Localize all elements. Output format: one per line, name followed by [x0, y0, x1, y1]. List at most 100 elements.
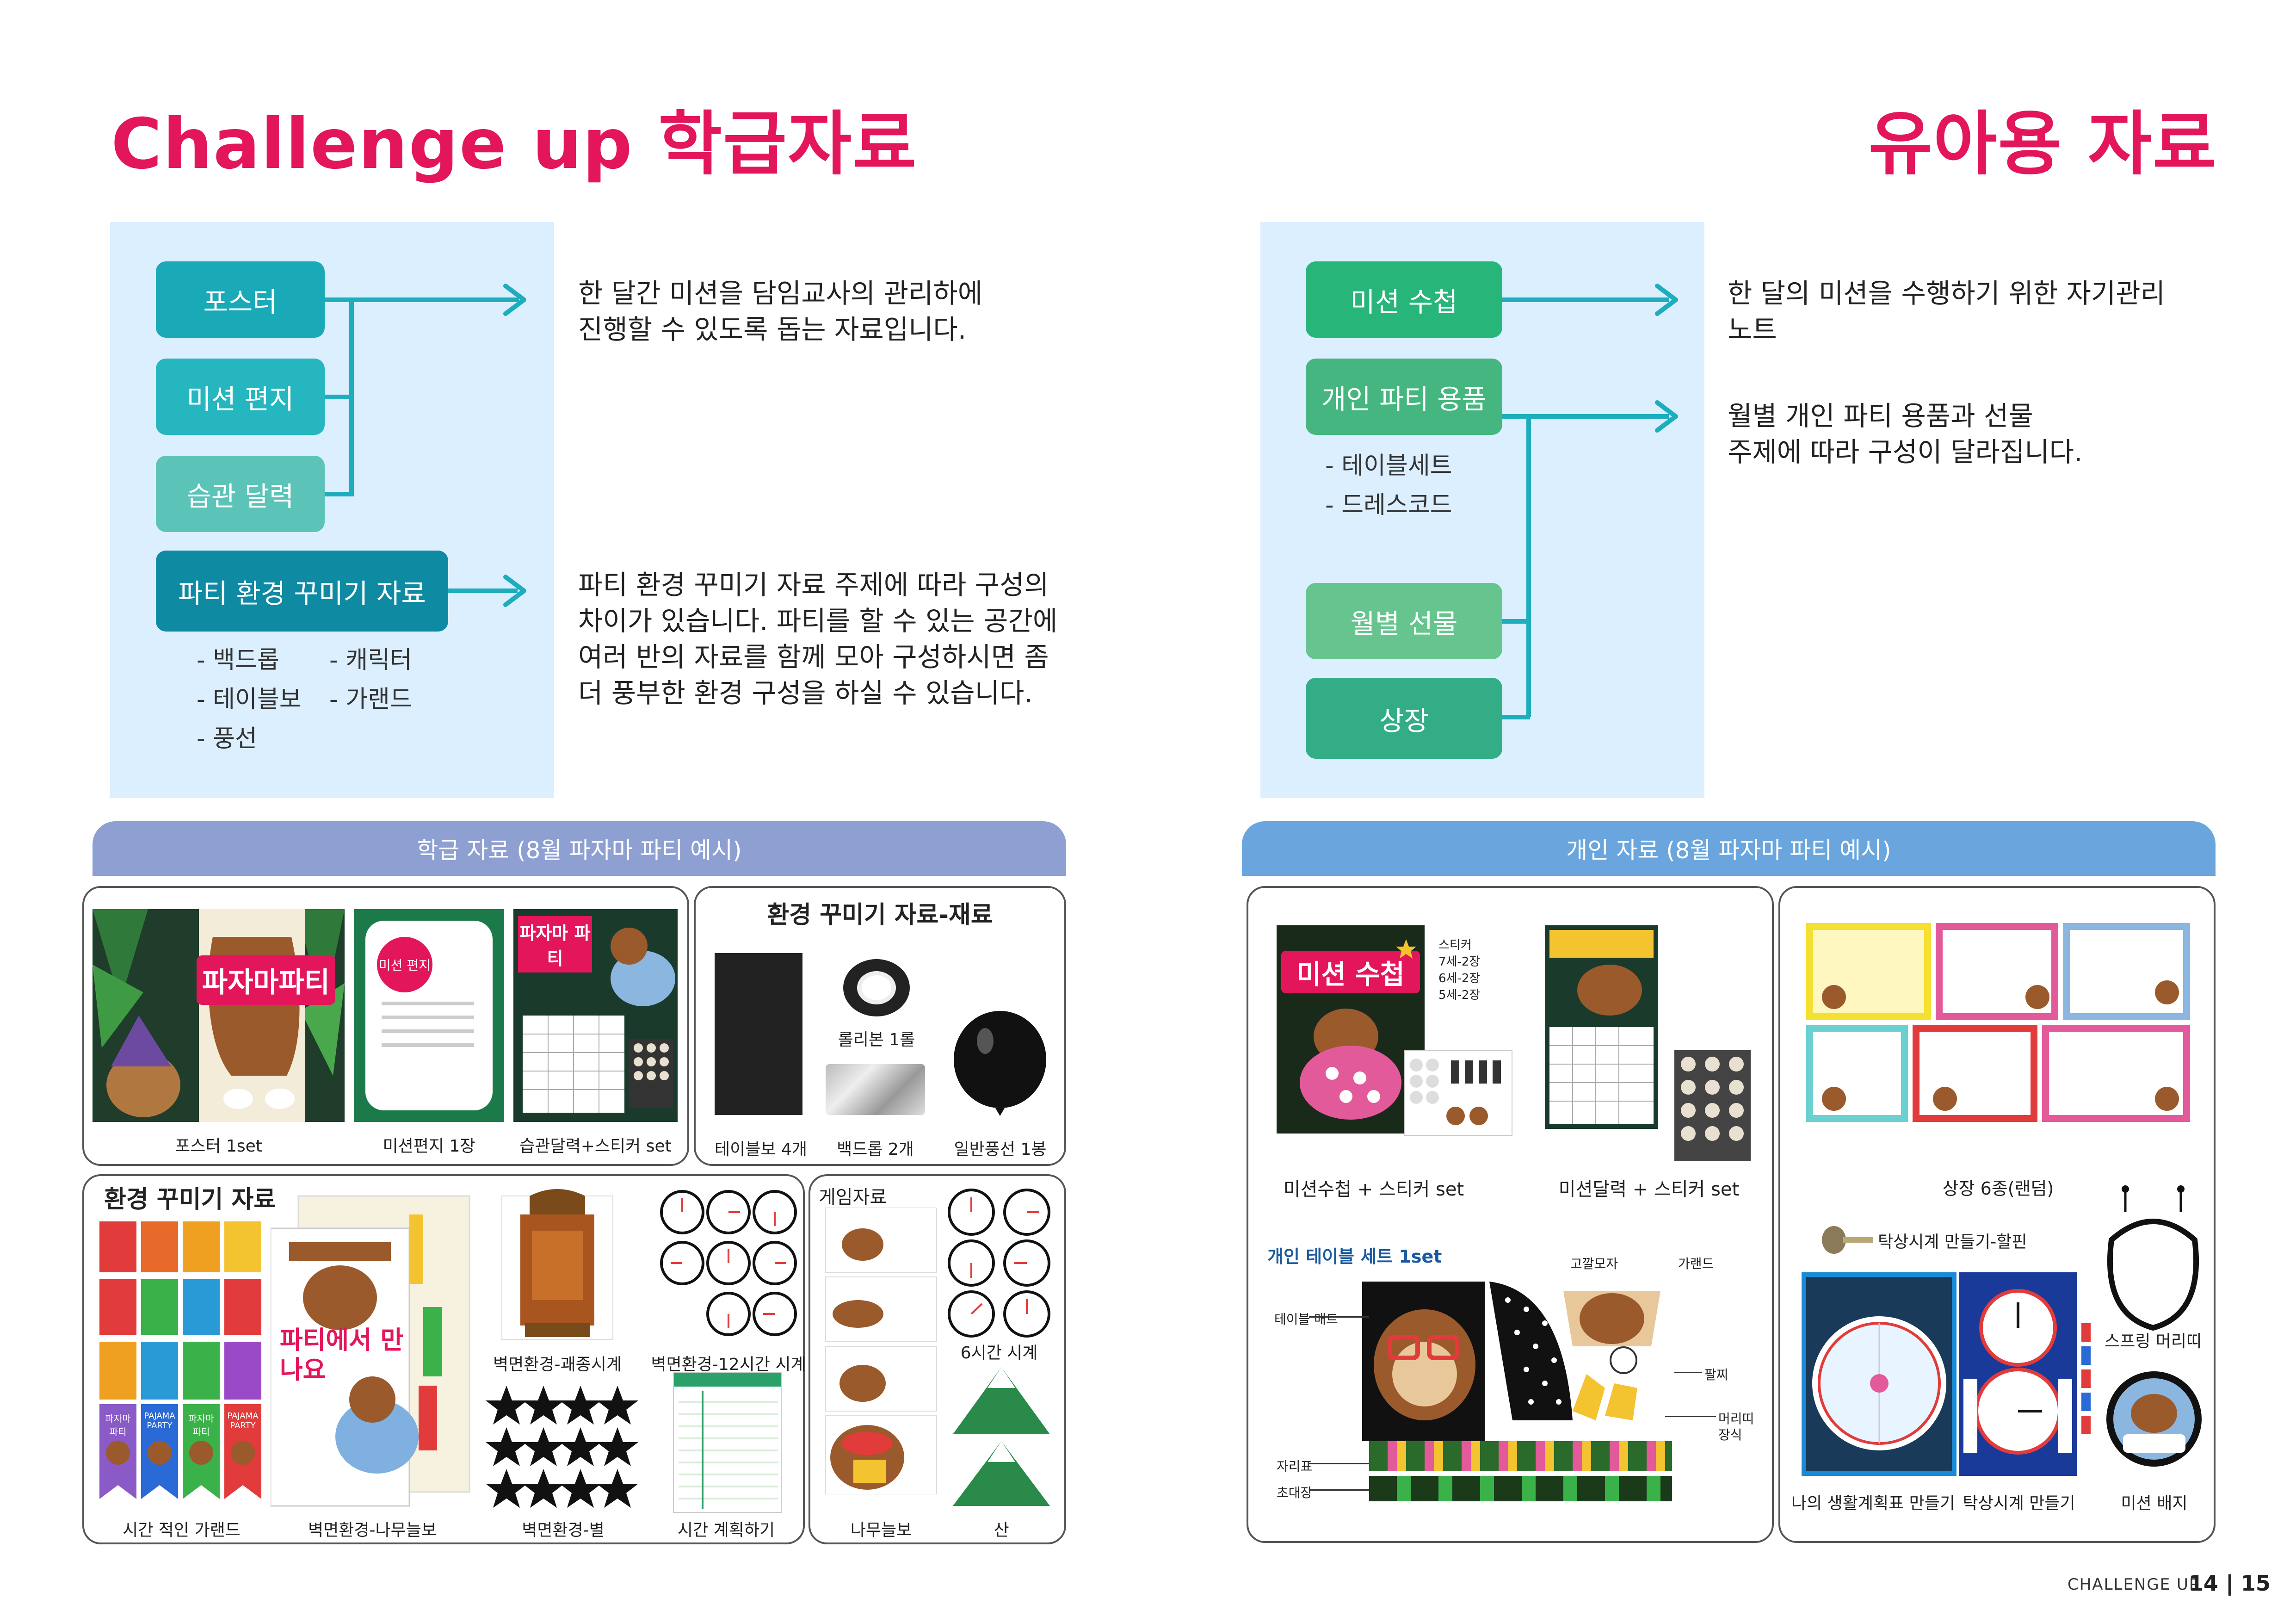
caption: 벽면환경-별 [522, 1521, 605, 1540]
table-label: 팔찌 [1704, 1367, 1728, 1382]
calendar-title: 파자마 파티 [518, 916, 592, 973]
color-swatch-strip [2081, 1323, 2091, 1434]
poster-box: 포스터 [156, 261, 325, 338]
right-page-title: 유아용 자료 [1868, 104, 2217, 185]
caption: 미션수첩 + 스티커 set [1283, 1179, 1464, 1200]
mountain-image [953, 1367, 1050, 1506]
connector-line [1526, 414, 1531, 717]
mission-letter-box: 미션 편지 [156, 359, 325, 435]
materials-header: 환경 꾸미기 자료-재료 [767, 901, 993, 929]
sub-item: - 백드롭 [197, 646, 279, 674]
connector-line [325, 297, 519, 302]
caption: 미션달력 + 스티커 set [1558, 1179, 1740, 1200]
party-decoration-box: 파티 환경 꾸미기 자료 [156, 551, 448, 632]
party-hat-image [1489, 1282, 1573, 1420]
table-label: 초대장 [1277, 1485, 1313, 1500]
certificate-box: 상장 [1306, 678, 1502, 759]
personal-materials-banner: 개인 자료 (8월 파자마 파티 예시) [1242, 821, 2216, 876]
leader-line [1665, 1416, 1716, 1417]
habit-calendar-box: 습관 달력 [156, 456, 325, 532]
caption: 테이블보 4개 [715, 1140, 807, 1159]
arrow-right-icon [1655, 400, 1678, 433]
ribbon-caption: 롤리본 1롤 [838, 1030, 915, 1049]
connector-line [1502, 297, 1669, 302]
clock-kit-label: 탁상시계 만들기-할핀 [1878, 1233, 2027, 1251]
notebook-description: 한 달의 미션을 수행하기 위한 자기관리 노트 [1728, 278, 2165, 345]
connector-line [448, 588, 518, 593]
caption: 백드롭 2개 [837, 1140, 914, 1159]
poster-title: 파자마파티 [197, 955, 335, 1005]
caption: 시간 적인 가랜드 [123, 1521, 241, 1540]
table-label: 장식 [1718, 1427, 1742, 1443]
caption: 탁상시계 만들기 [1963, 1494, 2075, 1513]
sticker-note: 스티커 7세-2장 6세-2장 5세-2장 [1438, 938, 1481, 1002]
caption: 나의 생활계획표 만들기 [1791, 1494, 1956, 1513]
brass-fastener-icon [1822, 1226, 1873, 1254]
caption: 일반풍선 1봉 [954, 1140, 1047, 1159]
balloon-icon [954, 1011, 1046, 1116]
personal-party-box: 개인 파티 용품 [1306, 359, 1502, 435]
sub-item: - 캐릭터 [329, 646, 412, 674]
caption: 벽면환경-나무늘보 [308, 1521, 437, 1540]
star-wall-image [486, 1381, 641, 1513]
left-page-title: Challenge up 학급자료 [111, 104, 918, 185]
caption: 벽면환경-괘종시계 [493, 1355, 622, 1374]
garland-image [1563, 1291, 1660, 1420]
sub-item: - 드레스코드 [1325, 491, 1452, 519]
table-label: 가랜드 [1678, 1256, 1714, 1271]
mission-calendar-image [1545, 925, 1658, 1129]
monthly-gift-box: 월별 선물 [1306, 583, 1502, 659]
table-mat-image [1362, 1282, 1485, 1441]
caption: 6시간 시계 [960, 1344, 1038, 1363]
leader-line [1309, 1463, 1369, 1464]
ribbon-roll-icon [843, 959, 910, 1016]
calendar-sticker-image [1674, 1050, 1751, 1161]
grandfather-clock-image [488, 1187, 627, 1346]
decoration-header: 환경 꾸미기 자료 [104, 1186, 276, 1214]
sub-item: - 풍선 [197, 725, 257, 753]
six-hour-clocks-image [948, 1189, 1050, 1338]
caption: 상장 6종(랜덤) [1942, 1178, 2054, 1199]
page-numbers: 14 | 15 [2189, 1571, 2271, 1596]
caption: 포스터 1set [175, 1137, 262, 1156]
time-plan-image [673, 1372, 782, 1513]
connector-line [325, 395, 352, 399]
caption: 미션 배지 [2121, 1494, 2188, 1513]
table-label: 테이블 매트 [1274, 1312, 1338, 1327]
mission-badge-image [2106, 1371, 2202, 1467]
caption: 습관달력+스티커 set [519, 1137, 672, 1156]
sloth-wall-image: 파티에서 만나요 [271, 1191, 474, 1511]
connector-line [1502, 414, 1669, 419]
tablecloth-image [715, 953, 802, 1115]
table-set-title: 개인 테이블 세트 1set [1267, 1246, 1442, 1267]
letter-title: 미션 편지 [377, 937, 432, 992]
connector-line [1502, 619, 1530, 624]
twelve-hour-clocks-image [660, 1190, 797, 1336]
poster-description: 한 달간 미션을 담임교사의 관리하에 진행할 수 있도록 돕는 자료입니다. [578, 278, 983, 345]
sticker-sheets-image [1404, 1050, 1512, 1136]
connector-line [349, 297, 354, 496]
mission-notebook-box: 미션 수첩 [1306, 261, 1502, 338]
arrow-right-icon [1655, 284, 1678, 316]
class-materials-banner: 학급 자료 (8월 파자마 파티 예시) [93, 821, 1066, 876]
habit-calendar-image: 파자마 파티 [513, 909, 678, 1122]
time-garland-image: 파자마 파티 PAJAMA PARTY 파자마 파티 PAJAMA PARTY [97, 1221, 266, 1508]
poster-image: 파자마파티 [93, 909, 345, 1122]
headband-label: 스프링 머리띠 [2105, 1332, 2202, 1351]
notebook-title: 미션 수첩 [1281, 951, 1420, 993]
backdrop-image [826, 1064, 925, 1115]
sloth-wall-text: 파티에서 만나요 [280, 1326, 404, 1384]
footer-brand: CHALLENGE UP [2068, 1575, 2200, 1594]
leader-line [1674, 1372, 1702, 1373]
table-label: 자리표 [1277, 1459, 1313, 1474]
place-card-strip [1369, 1441, 1672, 1471]
caption: 나무늘보 [850, 1521, 912, 1540]
certificates-image [1806, 923, 2190, 1122]
sloth-game-image [821, 1208, 941, 1494]
leader-line [1309, 1316, 1369, 1318]
leader-line [1309, 1489, 1369, 1491]
connector-line [1502, 715, 1530, 719]
arrow-right-icon [503, 575, 526, 607]
sub-item: - 테이블세트 [1325, 452, 1452, 480]
mission-letter-image: 미션 편지 [354, 909, 504, 1122]
